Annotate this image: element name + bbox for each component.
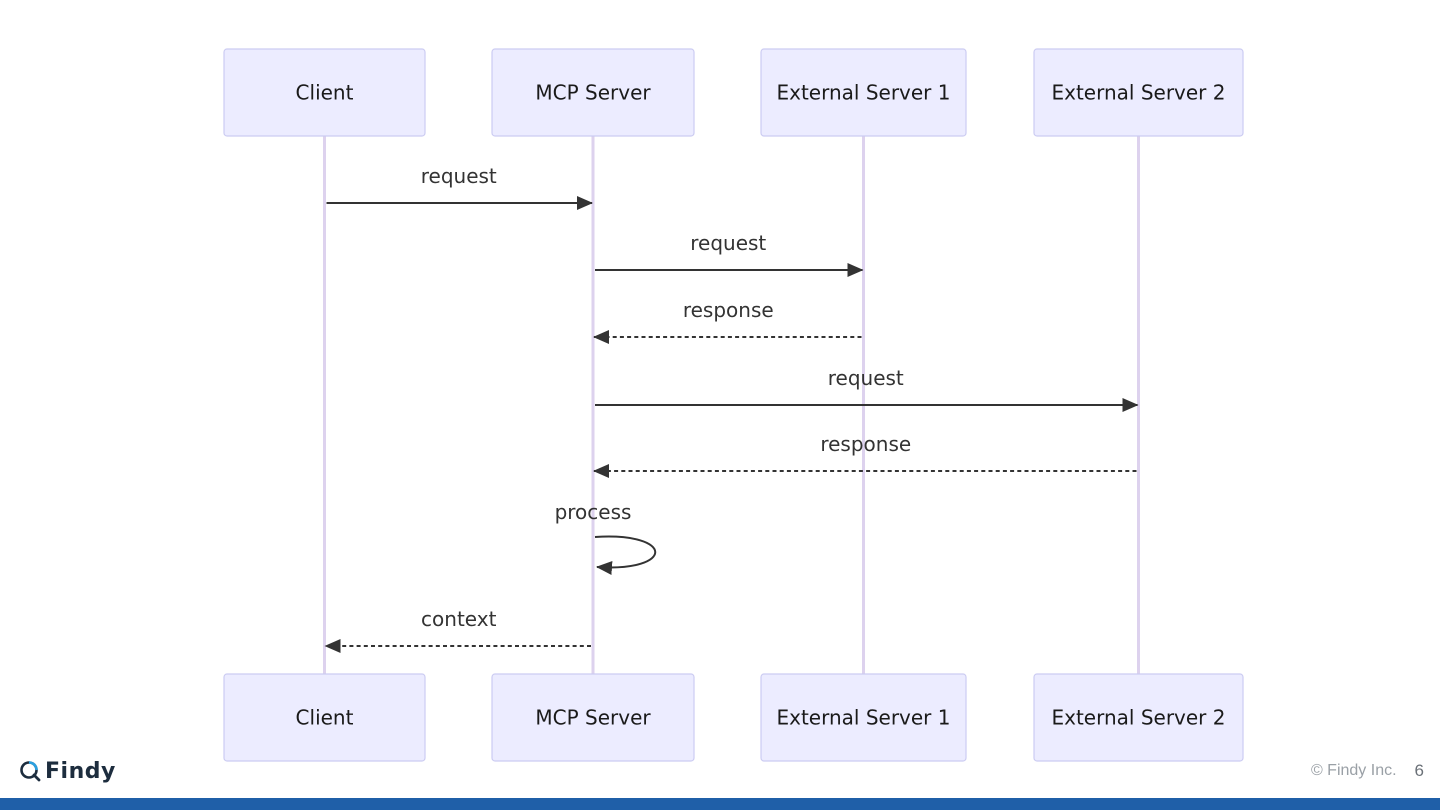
actor-top-mcp-server: MCP Server — [491, 48, 695, 137]
actor-box — [223, 48, 426, 137]
actor-box — [1033, 48, 1244, 137]
message-label: response — [683, 298, 774, 322]
actor-box — [491, 48, 695, 137]
message-5: response — [593, 432, 1137, 478]
message-7: context — [324, 607, 591, 653]
message-label: context — [421, 607, 497, 631]
actor-box — [760, 673, 967, 762]
footer-right: © Findy Inc. 6 — [1311, 759, 1424, 783]
brand-name: Findy — [45, 758, 116, 784]
actor-box — [491, 673, 695, 762]
message-label: response — [820, 432, 911, 456]
actor-label: MCP Server — [535, 81, 651, 105]
message-label: process — [555, 500, 632, 524]
message-label: request — [421, 164, 497, 188]
brand: Findy — [19, 757, 116, 785]
message-label: request — [828, 366, 904, 390]
message-1: request — [326, 164, 593, 210]
message-6: process — [555, 500, 657, 575]
message-label: request — [690, 231, 766, 255]
message-3: response — [593, 298, 862, 344]
actor-label: Client — [296, 81, 354, 105]
actor-label: External Server 2 — [1051, 706, 1225, 730]
actor-box — [223, 673, 426, 762]
actor-bottom-external-server-2: External Server 2 — [1033, 673, 1244, 762]
message-arrow — [594, 535, 657, 575]
actor-box — [1033, 673, 1244, 762]
actor-label: Client — [296, 706, 354, 730]
actor-bottom-client: Client — [223, 673, 426, 762]
actor-bottom-mcp-server: MCP Server — [491, 673, 695, 762]
message-2: request — [595, 231, 864, 277]
findy-logo-icon — [20, 761, 41, 782]
actor-box — [760, 48, 967, 137]
actor-label: External Server 1 — [776, 706, 950, 730]
copyright-text: © Findy Inc. — [1310, 762, 1397, 779]
actor-top-client: Client — [223, 48, 426, 137]
actor-label: External Server 2 — [1051, 81, 1225, 105]
page-number: 6 — [1414, 761, 1424, 780]
actor-bottom-external-server-1: External Server 1 — [760, 673, 967, 762]
actor-top-external-server-1: External Server 1 — [760, 48, 967, 137]
actor-top-external-server-2: External Server 2 — [1033, 48, 1244, 137]
actor-label: MCP Server — [535, 706, 651, 730]
bottom-accent-bar — [0, 798, 1440, 810]
message-4: request — [595, 366, 1139, 412]
actor-label: External Server 1 — [776, 81, 950, 105]
